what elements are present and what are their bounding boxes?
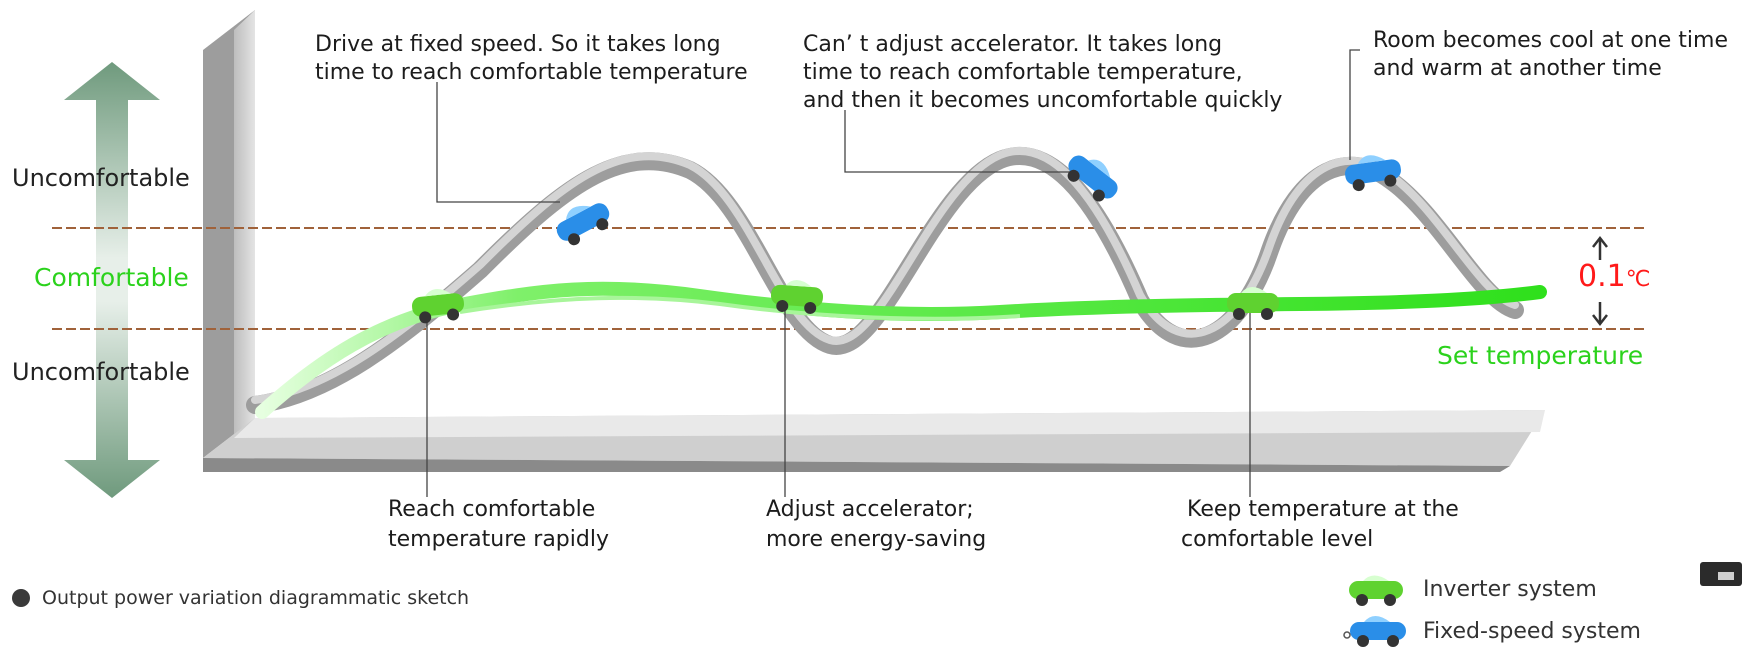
callout-line: time to reach comfortable temperature, [803, 60, 1243, 85]
axis-label-upper: Uncomfortable [12, 164, 190, 192]
callout-line: Room becomes cool at one time [1373, 28, 1728, 53]
green-car-icon [1227, 287, 1279, 320]
callout-line: comfortable level [1181, 527, 1374, 552]
blue-car-icon [1343, 616, 1406, 647]
blue-car-icon [1067, 155, 1118, 202]
green-car-icon [1349, 575, 1403, 606]
blue-car-icon [1345, 155, 1401, 192]
callout-line: temperature rapidly [388, 527, 609, 552]
callout-line: time to reach comfortable temperature [315, 60, 748, 85]
band-width-unit: ℃ [1625, 267, 1651, 292]
band-arrows-icon [1592, 235, 1608, 327]
callout-line: Adjust accelerator; [766, 497, 974, 522]
callout-line: more energy-saving [766, 527, 987, 552]
callout-leader-lines [426, 49, 1360, 497]
fixed-speed-curve [246, 146, 1524, 414]
callout-line: and then it becomes uncomfortable quickl… [803, 88, 1283, 113]
comfort-double-arrow-icon [64, 62, 160, 498]
callout-line: Can’ t adjust accelerator. It takes long [803, 32, 1223, 57]
blue-car-icon [556, 203, 610, 246]
green-car-icon [770, 280, 824, 314]
caption-bullet-icon [12, 589, 30, 607]
callout-line: and warm at another time [1373, 56, 1662, 81]
comfort-band-lines [52, 227, 1648, 330]
callout-line: Drive at fixed speed. So it takes long [315, 32, 721, 57]
band-width-value: 0.1 [1578, 259, 1626, 294]
axes-frame [203, 10, 1545, 472]
device-icon [1700, 562, 1742, 586]
callout-line: Keep temperature at the [1187, 497, 1459, 522]
band-width-label: 0.1℃ [1578, 262, 1650, 294]
legend-label-inverter: Inverter system [1423, 577, 1597, 602]
set-temperature-label: Set temperature [1437, 341, 1644, 370]
axis-label-middle: Comfortable [34, 263, 189, 292]
green-car-icon [411, 289, 465, 324]
diagram-caption: Output power variation diagrammatic sket… [42, 587, 470, 609]
axis-label-lower: Uncomfortable [12, 358, 190, 386]
callout-line: Reach comfortable [388, 497, 596, 522]
legend-label-fixed-speed: Fixed-speed system [1423, 619, 1641, 644]
